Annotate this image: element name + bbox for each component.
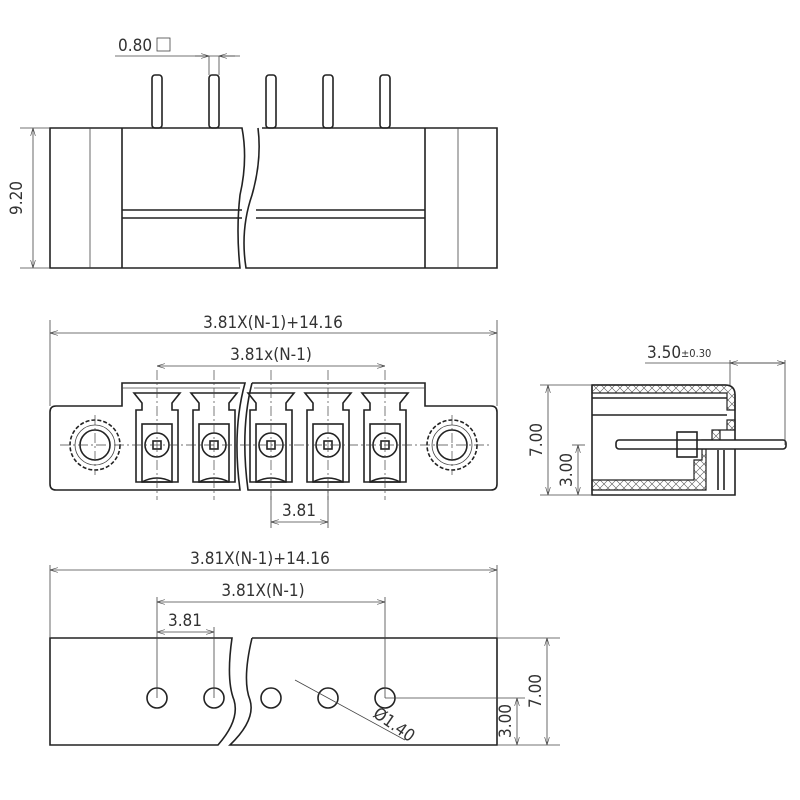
height-dimension: 9.20 <box>7 181 27 215</box>
hole-height-dimension: 3.00 <box>496 704 516 738</box>
hole-diameter-dimension: Ø1.40 <box>369 704 418 747</box>
terminal-slot <box>360 370 410 500</box>
pitch-dimension: 3.81 <box>282 501 316 521</box>
pcb-layout-view: 3.81X(N-1)+14.16 3.81X(N-1) 3.81 Ø1.40 7… <box>49 549 560 747</box>
terminal-slot <box>246 370 296 500</box>
pcb-hole <box>317 687 339 709</box>
top-view: 9.20 0.80 <box>7 36 498 269</box>
terminal-slot <box>132 370 182 500</box>
pcb-pitch-span-dimension: 3.81X(N-1) <box>221 581 304 601</box>
terminal-slot <box>189 370 239 500</box>
pin <box>151 74 163 129</box>
pin-width-dimension: 0.80 <box>118 36 152 56</box>
front-view: 3.81X(N-1)+14.16 3.81x(N-1) 3.81 <box>49 313 498 528</box>
pcb-hole <box>260 687 282 709</box>
pin <box>208 74 220 129</box>
terminal-slot <box>303 370 353 500</box>
pin <box>265 74 277 129</box>
pcb-height-dimension: 7.00 <box>526 674 546 708</box>
pin-height-dimension: 3.00 <box>557 453 577 487</box>
pcb-pitch-dimension: 3.81 <box>168 611 202 631</box>
pin-length-dimension: 3.50 <box>647 343 681 363</box>
side-height-dimension: 7.00 <box>527 423 547 457</box>
overall-length-dimension: 3.81X(N-1)+14.16 <box>203 313 343 333</box>
pin <box>379 74 391 129</box>
pcb-overall-length-dimension: 3.81X(N-1)+14.16 <box>190 549 330 569</box>
flange-screw <box>69 415 121 475</box>
pitch-span-dimension: 3.81x(N-1) <box>230 345 312 365</box>
pin-length-tolerance: ±0.30 <box>681 347 711 360</box>
side-view: 7.00 3.00 3.50 ±0.30 <box>527 343 787 496</box>
pin <box>322 74 334 129</box>
square-pin-symbol <box>156 37 171 52</box>
